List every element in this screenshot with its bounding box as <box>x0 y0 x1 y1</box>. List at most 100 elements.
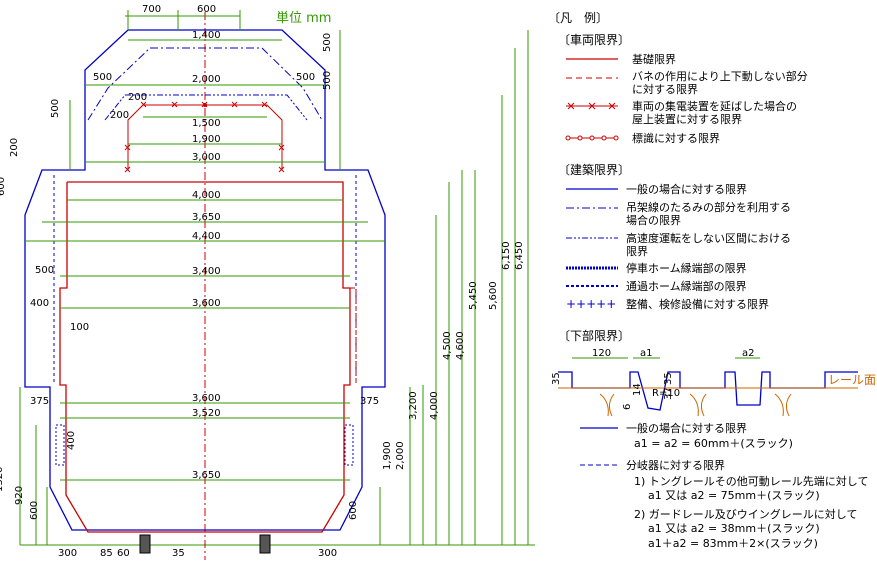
dim-s300-r: 300 <box>318 548 337 559</box>
dim-s600-r: 600 <box>348 501 359 520</box>
dim-4000: 4,000 <box>192 190 221 201</box>
dim-s60: 60 <box>117 548 130 559</box>
dim-700: 700 <box>142 4 161 15</box>
lower-line-4: 1) トングレールその他可動レール先端に対して <box>634 474 868 488</box>
dim-s200-a: 200 <box>128 92 147 103</box>
legend-title: 〔凡 例〕 <box>548 11 608 25</box>
dim-s100: 100 <box>70 322 89 333</box>
legend-lower-header: 〔下部限界〕 <box>558 328 630 343</box>
dim-s300-l: 300 <box>58 548 77 559</box>
dim-2000r: 2,000 <box>395 441 406 470</box>
lower-dim-6: 6 <box>622 404 633 410</box>
legend-building-3: 高速度運転をしない区間における <box>626 231 791 245</box>
legend-building-header: 〔建築限界〕 <box>558 162 630 177</box>
dim-3000: 3,000 <box>192 152 221 163</box>
dim-s85: 85 <box>100 548 113 559</box>
dim-s1320: 1320 <box>0 467 5 492</box>
dim-5600: 5,600 <box>488 281 499 310</box>
dim-s500-right: 500 <box>322 71 333 90</box>
unit-label: 単位 mm <box>276 10 331 26</box>
lower-dim-a1: a1 <box>640 348 653 359</box>
building-limit-dashdot <box>150 47 323 121</box>
legend-vehicle-1: 基礎限界 <box>632 53 676 66</box>
dim-s35: 35 <box>172 548 185 559</box>
dim-3200: 3,200 <box>408 391 419 420</box>
platform-edge-left <box>55 424 65 466</box>
vehicle-limit-outline <box>59 181 351 533</box>
dim-s200-b: 200 <box>110 110 129 121</box>
lower-dim-r10: R=10 <box>652 388 680 399</box>
legend-building-5: 通過ホーム縁端部の限界 <box>626 279 747 293</box>
dim-3600b: 3,600 <box>192 393 221 404</box>
legend-building-1: 一般の場合に対する限界 <box>626 182 747 196</box>
vehicle-limit-dashed <box>350 287 357 385</box>
dim-2000: 2,000 <box>192 74 221 85</box>
dim-s600-l: 600 <box>29 501 40 520</box>
rail-right <box>259 534 271 554</box>
lower-line-6: 2) ガードレール及びウイングレールに対して <box>634 507 857 521</box>
dim-3400: 3,400 <box>192 266 221 277</box>
legend-pantograph-crosses <box>567 102 616 110</box>
dim-s500-top: 500 <box>322 33 333 52</box>
building-limit-outline <box>24 29 386 531</box>
legend-maintenance-symbol: +++++ <box>566 297 616 311</box>
lower-dim-35b: 35 <box>663 372 674 385</box>
legend-sign-dots <box>565 135 619 141</box>
dim-6450: 6,450 <box>514 241 525 270</box>
lower-dim-37: 37 <box>663 387 674 400</box>
legend-building-6: 整備、検修設備に対する限界 <box>626 297 769 311</box>
lower-line-5: a1 又は a2 = 75mm＋(スラック) <box>648 489 820 502</box>
dimension-lines <box>19 10 529 545</box>
legend-building-2: 吊架線のたるみの部分を利用する <box>626 200 791 214</box>
legend-building-4: 停車ホーム縁端部の限界 <box>626 261 747 275</box>
dim-4400: 4,400 <box>192 231 221 242</box>
lower-dim-35a: 35 <box>551 372 562 385</box>
legend-vehicle-3b: 屋上装置に対する限界 <box>632 112 742 126</box>
axis-dot <box>203 103 207 107</box>
legend-vehicle-4: 標識に対する限界 <box>632 131 720 145</box>
legend-vehicle-header: 〔車両限界〕 <box>558 33 630 47</box>
lower-line-7: a1 又は a2 = 38mm＋(スラック) <box>648 522 820 535</box>
dim-5450: 5,450 <box>468 281 479 310</box>
platform-edge-right <box>344 424 354 466</box>
dim-3650a: 3,650 <box>192 212 221 223</box>
dim-600: 600 <box>197 4 216 15</box>
dim-s920: 920 <box>14 486 25 505</box>
dim-s600: 600 <box>0 177 7 196</box>
dim-s500-l2: 500 <box>50 99 61 118</box>
dim-s500-r1: 500 <box>296 72 315 83</box>
building-limit-dashdot-left <box>87 47 151 121</box>
dim-s200-c: 200 <box>9 138 20 157</box>
legend-building-2b: 場合の限界 <box>626 213 681 227</box>
dim-s375-l: 375 <box>30 396 49 407</box>
lower-dim-a2: a2 <box>742 348 755 359</box>
dim-4500: 4,500 <box>442 331 453 360</box>
lower-line-3: 分岐器に対する限界 <box>626 458 725 472</box>
rail-surface-label: レール面 <box>828 373 876 387</box>
dim-1900: 1,900 <box>192 134 221 145</box>
dim-4600: 4,600 <box>455 331 466 360</box>
dim-6150: 6,150 <box>501 241 512 270</box>
dim-1500: 1,500 <box>192 118 221 129</box>
lower-dim-120: 120 <box>592 348 611 359</box>
dim-3520: 3,520 <box>192 408 221 419</box>
lower-dim-14: 14 <box>632 383 643 396</box>
dim-1400: 1,400 <box>192 30 221 41</box>
building-limit-dashdotdot <box>104 94 308 121</box>
lower-line-1: 一般の場合に対する限界 <box>626 421 747 435</box>
rail-left <box>139 534 151 554</box>
dim-s400-b: 400 <box>66 431 77 450</box>
lower-line-8: a1＋a2 = 83mm＋2×(スラック) <box>648 537 818 550</box>
dim-s500-l1: 500 <box>93 72 112 83</box>
legend-vehicle-2: バネの作用により上下動しない部分 <box>632 69 808 83</box>
dim-s400: 400 <box>30 298 49 309</box>
dim-s375-r: 375 <box>360 396 379 407</box>
dim-4000r: 4,000 <box>429 391 440 420</box>
legend-building-3b: 限界 <box>626 245 648 258</box>
legend-vehicle-2b: に対する限界 <box>632 82 698 96</box>
legend-vehicle-3: 車両の集電装置を延ばした場合の <box>632 99 797 113</box>
dim-s500-mid: 500 <box>35 265 54 276</box>
dim-3600a: 3,600 <box>192 298 221 309</box>
dim-3650b: 3,650 <box>192 470 221 481</box>
